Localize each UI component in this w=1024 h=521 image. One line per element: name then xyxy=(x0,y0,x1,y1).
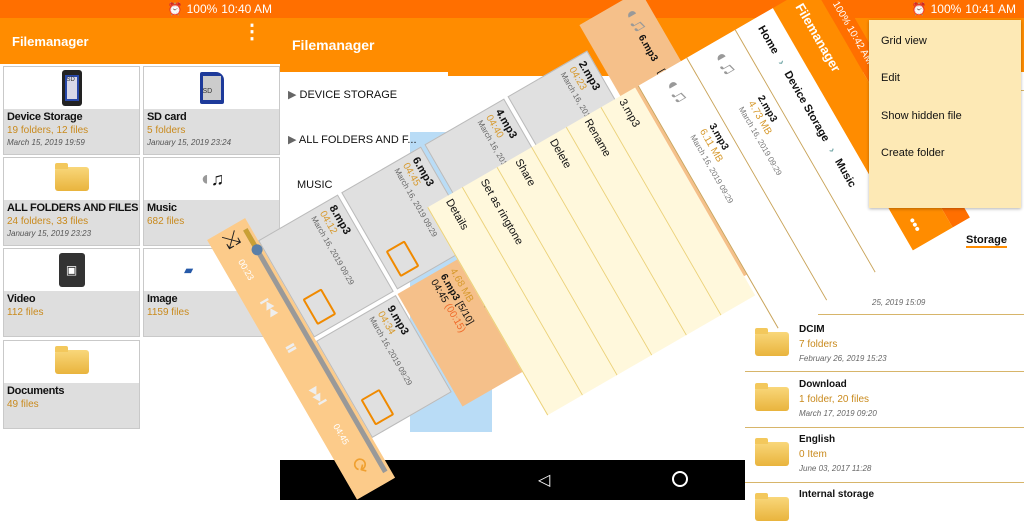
tile-info: 112 files xyxy=(7,307,44,318)
tile-name: ALL FOLDERS AND FILES xyxy=(7,202,139,214)
menu-item-show-hidden[interactable]: Show hidden file xyxy=(881,110,962,122)
tile-date: January 15, 2019 23:24 xyxy=(147,138,232,147)
pause-icon[interactable]: ⏸ xyxy=(278,336,306,359)
breadcrumb-music[interactable]: Music xyxy=(832,156,859,190)
tile-name: Video xyxy=(7,293,36,305)
speaker-icon: ◖♫ xyxy=(619,2,652,38)
position-label: 00:23 xyxy=(236,257,257,282)
breadcrumb-home[interactable]: Home xyxy=(755,23,781,57)
music-file-icon: ◖♫ xyxy=(660,73,693,109)
overflow-menu: Grid view Edit Show hidden file Create f… xyxy=(869,20,1021,208)
tile-name: Music xyxy=(147,202,177,214)
back-icon[interactable]: ◁ xyxy=(538,472,551,489)
tree-item-device-storage[interactable]: ▶ DEVICE STORAGE xyxy=(288,89,398,101)
tile-date: March 15, 2019 19:59 xyxy=(7,138,85,147)
tile-info: 49 files xyxy=(7,399,39,410)
tree-item-music[interactable]: MUSIC xyxy=(297,179,333,191)
previous-icon[interactable]: ⏮ xyxy=(253,293,285,323)
clock: 10:41 AM xyxy=(965,2,1016,16)
tile-name: Image xyxy=(147,293,178,305)
music-icon: ◖♫ xyxy=(198,167,225,190)
menu-item-create-folder[interactable]: Create folder xyxy=(881,147,945,159)
repeat-icon[interactable]: ⟳ xyxy=(345,453,374,480)
folder-icon xyxy=(755,328,789,356)
partial-date: 25, 2019 15:09 xyxy=(872,298,926,307)
chevron-right-icon: › xyxy=(775,57,788,68)
tile-music[interactable]: ◖♫ Music 682 files xyxy=(143,157,280,246)
tile-all-folders[interactable]: ALL FOLDERS AND FILES 24 folders, 33 file… xyxy=(3,157,140,246)
tile-name: Documents xyxy=(7,385,65,397)
folder-icon xyxy=(755,438,789,466)
app-title: Filemanager xyxy=(292,37,375,53)
sd-card-icon: SD xyxy=(144,67,279,109)
app-title: Filemanager xyxy=(12,33,89,49)
music-file-icon: ◖♫ xyxy=(708,45,742,81)
left-app-bar: Filemanager ⋮ xyxy=(0,18,280,64)
video-file-icon: ▣ xyxy=(4,249,139,291)
more-options-icon[interactable]: ⋮ xyxy=(242,21,262,43)
image-icon: ▰ xyxy=(184,263,194,277)
chevron-right-icon: › xyxy=(825,145,839,155)
folder-icon xyxy=(54,346,89,374)
status-bar-left: ⏰ 100% 10:40 AM xyxy=(0,0,280,18)
tile-name: Device Storage xyxy=(7,111,83,123)
tile-date: January 15, 2019 23:23 xyxy=(7,229,92,238)
tile-info: 1159 files xyxy=(147,307,190,318)
clock: 10:40 AM xyxy=(221,2,272,16)
menu-item-edit[interactable]: Edit xyxy=(881,72,900,84)
total-label: 04:45 xyxy=(331,421,352,447)
tile-info: 24 folders, 33 files xyxy=(7,216,89,227)
tile-info: 682 files xyxy=(147,216,185,227)
tile-info: 5 folders xyxy=(147,125,186,136)
battery-level: 100% xyxy=(186,2,218,16)
home-icon[interactable] xyxy=(672,471,688,487)
more-options-icon[interactable]: ••• xyxy=(904,214,926,235)
tile-video[interactable]: ▣ Video 112 files xyxy=(3,248,140,337)
tile-documents[interactable]: Documents 49 files xyxy=(3,340,140,429)
storage-tab[interactable]: Storage xyxy=(966,234,1007,248)
tree-item-all-folders[interactable]: ▶ ALL FOLDERS AND F... xyxy=(288,134,417,146)
folder-icon xyxy=(755,383,789,411)
music-folder-icon xyxy=(360,388,395,426)
alarm-icon: ⏰ xyxy=(167,2,183,16)
battery-level: 100% xyxy=(930,2,962,16)
tile-info: 19 folders, 12 files xyxy=(7,125,89,136)
next-icon[interactable]: ⏭ xyxy=(303,379,335,410)
tile-name: SD card xyxy=(147,111,187,123)
list-item-internal-storage[interactable]: Internal storage xyxy=(745,483,1024,521)
music-folder-icon xyxy=(302,288,337,326)
menu-item-grid-view[interactable]: Grid view xyxy=(881,35,927,47)
folder-icon xyxy=(755,493,789,521)
folder-icon xyxy=(54,163,89,191)
phone-sd-icon: SD xyxy=(4,67,139,109)
alarm-icon: ⏰ xyxy=(911,2,927,16)
shuffle-icon[interactable]: ⤨ xyxy=(217,227,245,253)
